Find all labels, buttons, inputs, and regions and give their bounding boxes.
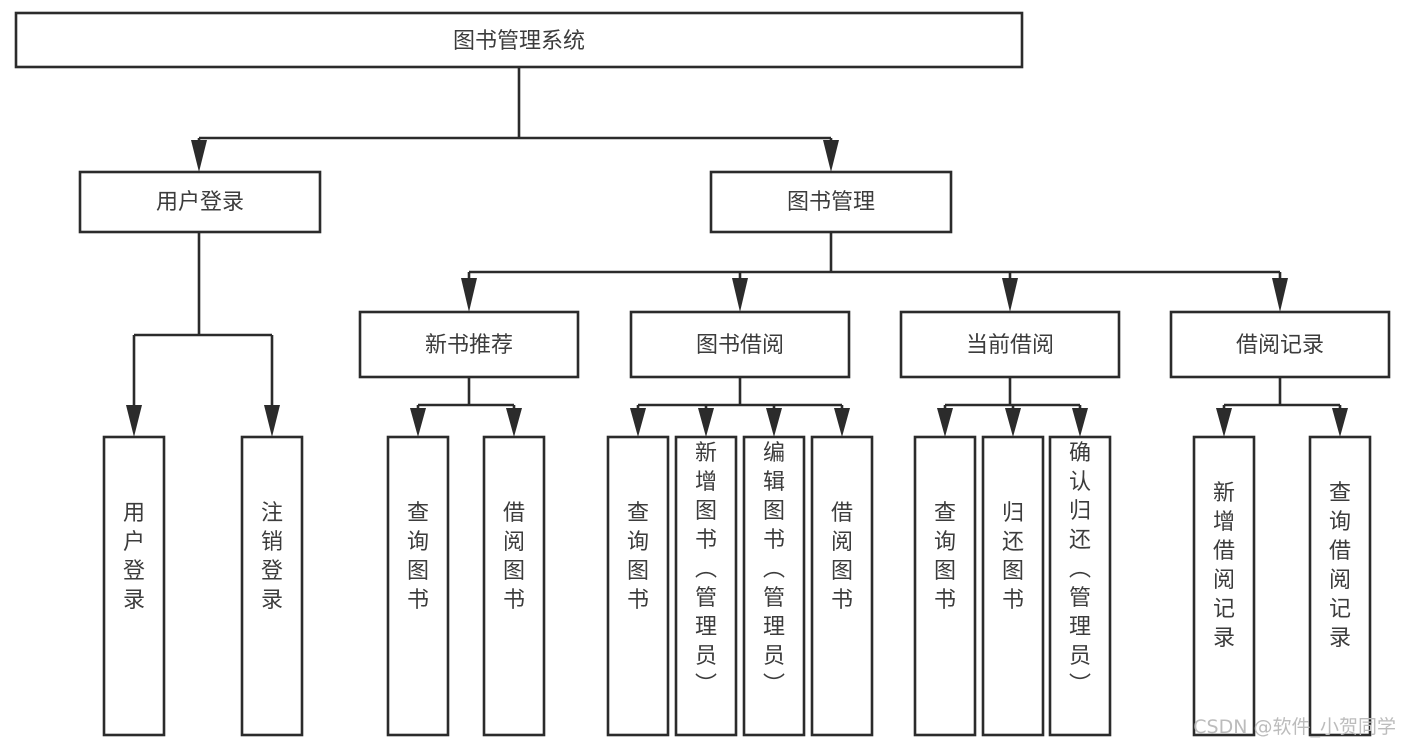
edge-group-book-mgmt-to-level2 <box>461 232 1288 312</box>
arrowhead-bb-add-book <box>698 408 714 437</box>
leaf-cb-query-book[interactable]: 查询图书 <box>913 435 977 737</box>
leaf-cb-confirm-return-label: 确认归还︵管理员︶ <box>1069 441 1091 698</box>
node-book-management[interactable]: 图书管理 <box>709 170 953 234</box>
leaf-cb-return-book[interactable]: 归还图书 <box>981 435 1045 737</box>
node-new-book-recommend-box[interactable] <box>358 310 580 379</box>
arrowhead-bb-query-book <box>630 408 646 437</box>
node-user-login-box[interactable] <box>78 170 322 234</box>
arrowhead-cb-confirm-return <box>1072 408 1088 437</box>
arrowhead-bb-borrow-book <box>834 408 850 437</box>
arrowhead-bb-edit-book <box>766 408 782 437</box>
leaf-bb-borrow-book[interactable]: 借阅图书 <box>810 435 874 737</box>
leaf-bb-query-book[interactable]: 查询图书 <box>606 435 670 737</box>
node-book-management-label: 图书管理 <box>787 190 875 215</box>
leaf-logout-box[interactable] <box>240 435 304 737</box>
leaf-cb-confirm-return[interactable]: 确认归还︵管理员︶ <box>1048 435 1112 737</box>
node-root-book-management-system[interactable]: 图书管理系统 <box>14 11 1024 69</box>
edge-group-root-to-level1 <box>191 67 839 172</box>
leaf-cb-confirm-return-box[interactable] <box>1048 435 1112 737</box>
arrowhead-borrow-record <box>1272 278 1288 312</box>
edge-group-book-borrow-to-leaves <box>630 377 850 437</box>
edge-group-user-login-to-leaves <box>126 232 280 437</box>
arrowhead-nbr-borrow-book <box>506 408 522 437</box>
leaf-cb-return-book-box[interactable] <box>981 435 1045 737</box>
leaf-bb-borrow-book-label: 借阅图书 <box>831 501 853 613</box>
leaf-cb-query-book-label: 查询图书 <box>934 501 956 613</box>
leaf-logout-label: 注销登录 <box>261 501 283 613</box>
leaf-br-add-record-box[interactable] <box>1192 435 1256 737</box>
leaf-bb-edit-book-box[interactable] <box>742 435 806 737</box>
arrowhead-nbr-query-book <box>410 408 426 437</box>
node-current-borrow[interactable]: 当前借阅 <box>899 310 1121 379</box>
leaf-user-login[interactable]: 用户登录 <box>102 435 166 737</box>
leaf-nbr-query-book[interactable]: 查询图书 <box>386 435 450 737</box>
leaf-bb-add-book-label: 新增图书︵管理员︶ <box>695 441 717 698</box>
watermark-label: CSDN @软件_小贺同学 <box>1193 716 1396 738</box>
node-user-login-label: 用户登录 <box>156 190 244 215</box>
node-borrow-record-label: 借阅记录 <box>1236 333 1324 358</box>
leaf-bb-borrow-book-box[interactable] <box>810 435 874 737</box>
edge-group-borrow-record-to-leaves <box>1216 377 1348 437</box>
leaf-bb-query-book-label: 查询图书 <box>627 501 649 613</box>
leaf-nbr-query-book-box[interactable] <box>386 435 450 737</box>
node-root-label: 图书管理系统 <box>453 29 585 54</box>
leaf-logout[interactable]: 注销登录 <box>240 435 304 737</box>
leaf-bb-query-book-box[interactable] <box>606 435 670 737</box>
node-current-borrow-box[interactable] <box>899 310 1121 379</box>
arrowhead-book-borrow <box>732 278 748 312</box>
leaf-nbr-borrow-book-box[interactable] <box>482 435 546 737</box>
node-root-box[interactable] <box>14 11 1024 69</box>
leaf-cb-query-book-box[interactable] <box>913 435 977 737</box>
node-borrow-record-box[interactable] <box>1169 310 1391 379</box>
node-book-borrow[interactable]: 图书借阅 <box>629 310 851 379</box>
node-current-borrow-label: 当前借阅 <box>966 333 1054 358</box>
arrowhead-cb-return-book <box>1005 408 1021 437</box>
leaf-cb-return-book-label: 归还图书 <box>1002 501 1024 613</box>
leaf-bb-add-book-box[interactable] <box>674 435 738 737</box>
arrowhead-leaf-logout <box>264 405 280 437</box>
leaf-br-query-record[interactable]: 查询借阅记录 <box>1308 435 1372 737</box>
node-borrow-record[interactable]: 借阅记录 <box>1169 310 1391 379</box>
leaf-nbr-borrow-book-label: 借阅图书 <box>503 501 525 613</box>
leaf-br-query-record-label: 查询借阅记录 <box>1329 481 1351 651</box>
leaf-user-login-label: 用户登录 <box>123 501 145 613</box>
arrowhead-br-add-record <box>1216 408 1232 437</box>
arrowhead-leaf-user-login <box>126 405 142 437</box>
arrowhead-br-query-record <box>1332 408 1348 437</box>
edge-group-new-book-recommend-to-leaves <box>410 377 522 437</box>
leaf-bb-edit-book-label: 编辑图书︵管理员︶ <box>763 441 785 698</box>
leaf-br-add-record-label: 新增借阅记录 <box>1213 481 1235 651</box>
node-new-book-recommend[interactable]: 新书推荐 <box>358 310 580 379</box>
arrowhead-book-mgmt <box>823 140 839 172</box>
leaf-nbr-query-book-label: 查询图书 <box>407 501 429 613</box>
node-book-management-box[interactable] <box>709 170 953 234</box>
edge-group-current-borrow-to-leaves <box>937 377 1088 437</box>
node-new-book-recommend-label: 新书推荐 <box>425 333 513 358</box>
arrowhead-user-login <box>191 140 207 172</box>
leaf-bb-add-book[interactable]: 新增图书︵管理员︶ <box>674 435 738 737</box>
node-user-login[interactable]: 用户登录 <box>78 170 322 234</box>
arrowhead-cb-query-book <box>937 408 953 437</box>
arrowhead-current-borrow <box>1002 278 1018 312</box>
leaf-user-login-box[interactable] <box>102 435 166 737</box>
node-book-borrow-label: 图书借阅 <box>696 333 784 358</box>
node-book-borrow-box[interactable] <box>629 310 851 379</box>
leaf-br-add-record[interactable]: 新增借阅记录 <box>1192 435 1256 737</box>
arrowhead-new-book-recommend <box>461 278 477 312</box>
leaf-br-query-record-box[interactable] <box>1308 435 1372 737</box>
leaf-nbr-borrow-book[interactable]: 借阅图书 <box>482 435 546 737</box>
leaf-bb-edit-book[interactable]: 编辑图书︵管理员︶ <box>742 435 806 737</box>
